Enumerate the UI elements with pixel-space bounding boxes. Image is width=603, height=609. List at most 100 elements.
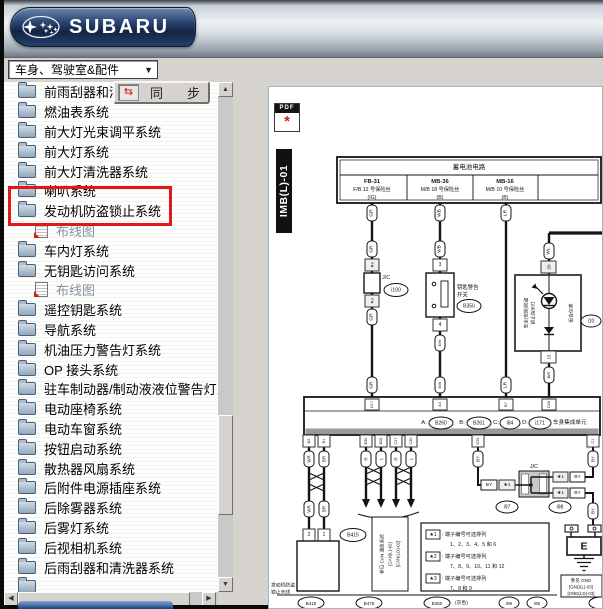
sidebar-item-wiring-diagram[interactable]: 布线图 bbox=[4, 221, 218, 241]
bus-prefix: A: bbox=[421, 420, 427, 426]
sidebar-item[interactable]: OP 接头系统 bbox=[4, 359, 218, 379]
legend-text: : 端子编号可选排列 bbox=[442, 574, 486, 582]
pin-label: ★1 bbox=[504, 482, 511, 488]
sidebar-item[interactable]: 车内灯系统 bbox=[4, 240, 218, 260]
pin-label: ★3 bbox=[370, 261, 375, 268]
sidebar-item[interactable] bbox=[4, 577, 218, 592]
wire-color-label: R bbox=[364, 457, 369, 460]
arrow-up-icon: ▲ bbox=[222, 86, 229, 93]
sidebar-item-wiring-diagram[interactable]: 布线图 bbox=[4, 280, 218, 300]
sidebar-item-label: 布线图 bbox=[56, 283, 96, 299]
sidebar-item-label: 无钥匙访问系统 bbox=[44, 263, 136, 279]
arrow-right-icon: ▶ bbox=[206, 595, 212, 602]
sidebar-item[interactable]: 后除雾器系统 bbox=[4, 498, 218, 518]
can-note-text: [CAN(L)-02] bbox=[388, 542, 393, 565]
connector-ref: B260 bbox=[435, 421, 447, 427]
pin-label: ★1 bbox=[557, 490, 564, 496]
sidebar-item[interactable]: 后附件电源插座系统 bbox=[4, 478, 218, 498]
folder-icon bbox=[18, 458, 36, 475]
key-switch-name: 钥匙警告 bbox=[457, 283, 479, 291]
sidebar-item[interactable]: 散热器风扇系统 bbox=[4, 458, 218, 478]
folder-icon bbox=[18, 498, 36, 515]
sidebar-vertical-scrollbar[interactable]: ▲ ▼ bbox=[218, 82, 233, 592]
pin-label: D29 bbox=[476, 438, 480, 445]
category-dropdown[interactable]: 车身、驾驶室&配件 ▼ bbox=[8, 60, 158, 79]
key-warning-switch bbox=[425, 204, 482, 394]
wire-color-label: WL bbox=[546, 247, 552, 255]
sidebar-item[interactable]: 燃油表系统 bbox=[4, 102, 218, 122]
acrobat-glyph-icon: * bbox=[284, 113, 290, 130]
junction-connector-i100 bbox=[363, 204, 409, 394]
connector-ref: i100 bbox=[391, 288, 401, 294]
fuse-circuit: (B) bbox=[502, 195, 509, 201]
fuse-id: MB-16 bbox=[496, 179, 514, 185]
sidebar-item[interactable]: 电动座椅系统 bbox=[4, 399, 218, 419]
footer-ref: (灰色) bbox=[455, 599, 468, 606]
wire-color-label: L bbox=[409, 457, 414, 460]
sidebar-item[interactable]: 喇叭系统 bbox=[4, 181, 218, 201]
sidebar-item[interactable]: 驻车制动器/制动液液位警告灯系统 bbox=[4, 379, 218, 399]
pin-label: B7 bbox=[504, 402, 508, 407]
gnd-note-text: [GND(LD)-03] bbox=[567, 591, 594, 596]
sidebar-item-label: 驻车制动器/制动液液位警告灯系统 bbox=[44, 382, 218, 398]
sidebar-item-immobilizer[interactable]: 发动机防盗锁止系统 bbox=[4, 201, 218, 221]
sidebar-item[interactable]: 后视相机系统 bbox=[4, 537, 218, 557]
pin-label: 20 bbox=[547, 264, 552, 270]
arrow-down-icon: ▼ bbox=[222, 581, 229, 588]
app-header: SUBARU bbox=[0, 0, 603, 58]
sidebar-item[interactable]: 无钥匙访问系统 bbox=[4, 260, 218, 280]
gnd-note-text: [GND(L)-03] bbox=[569, 585, 593, 590]
sidebar-item[interactable]: 电动车窗系统 bbox=[4, 418, 218, 439]
wire-color-label: WR bbox=[307, 455, 312, 462]
folder-icon bbox=[18, 201, 36, 218]
wire-color-label: B/W bbox=[438, 339, 442, 346]
pdf-icon[interactable]: PDF * bbox=[274, 103, 300, 132]
sync-toolbar[interactable]: ⇆ 同 步 bbox=[113, 81, 210, 104]
immobilizer-antenna bbox=[296, 500, 367, 592]
folder-icon bbox=[18, 517, 36, 534]
scroll-down-button[interactable]: ▼ bbox=[218, 577, 233, 592]
folder-icon bbox=[18, 121, 36, 138]
wire-color-label: BrR bbox=[547, 371, 551, 378]
ground-symbol bbox=[564, 524, 602, 572]
scroll-up-button[interactable]: ▲ bbox=[218, 82, 233, 97]
ground-label: E bbox=[580, 541, 587, 553]
folder-icon bbox=[18, 300, 36, 317]
fuse-circuit: (B) bbox=[437, 195, 444, 201]
antenna-name: 锁止天线 bbox=[271, 589, 290, 596]
pin-label: 15 bbox=[547, 354, 552, 360]
sidebar-item[interactable]: 前大灯光束调平系统 bbox=[4, 121, 218, 142]
wire-color-label: BY bbox=[591, 508, 596, 514]
footer-ref: i99 bbox=[506, 601, 513, 606]
category-dropdown-value: 车身、驾驶室&配件 bbox=[15, 63, 120, 77]
sidebar-item-label: 布线图 bbox=[56, 223, 96, 239]
sidebar-item[interactable]: 机油压力警告灯系统 bbox=[4, 339, 218, 359]
fuse-id: FB-31 bbox=[364, 179, 381, 185]
sidebar-item-label: 电动座椅系统 bbox=[44, 402, 123, 418]
pin-label: D17 bbox=[370, 401, 374, 408]
sidebar-item-label: 遥控钥匙系统 bbox=[44, 303, 123, 319]
scroll-right-button[interactable]: ▶ bbox=[202, 592, 216, 606]
pin-label: 3 bbox=[439, 262, 442, 268]
connector-ref: B261 bbox=[473, 421, 485, 427]
wire-color-label: R bbox=[394, 457, 399, 460]
sidebar-item[interactable]: 后雾灯系统 bbox=[4, 517, 218, 538]
wire-color-label: LR bbox=[503, 381, 509, 388]
indicator-label: 安全(安防)防盗 bbox=[523, 297, 530, 328]
sidebar-item[interactable]: 后雨刮器和清洗器系统 bbox=[4, 557, 218, 577]
can-arrows bbox=[357, 499, 420, 519]
vertical-scroll-thumb[interactable] bbox=[218, 415, 233, 515]
sync-arrows-icon[interactable]: ⇆ bbox=[118, 84, 139, 101]
legend-values: 1、2、3、4、5 和 6 bbox=[450, 540, 496, 548]
sidebar-item[interactable]: 前大灯清洗器系统 bbox=[4, 161, 218, 181]
scroll-left-button[interactable]: ◀ bbox=[4, 592, 18, 606]
sidebar-item[interactable]: 按钮启动系统 bbox=[4, 438, 218, 458]
sidebar-item[interactable]: 导航系统 bbox=[4, 319, 218, 340]
sidebar-item-label: 后雾灯系统 bbox=[44, 520, 110, 536]
sidebar-item[interactable]: 遥控钥匙系统 bbox=[4, 300, 218, 320]
fuse-desc: F/B 12 号保险丝 bbox=[353, 185, 390, 193]
pin-label: 2 bbox=[308, 532, 311, 538]
connector-ref: B415 bbox=[347, 533, 359, 539]
sidebar-item[interactable]: 前大灯系统 bbox=[4, 141, 218, 161]
